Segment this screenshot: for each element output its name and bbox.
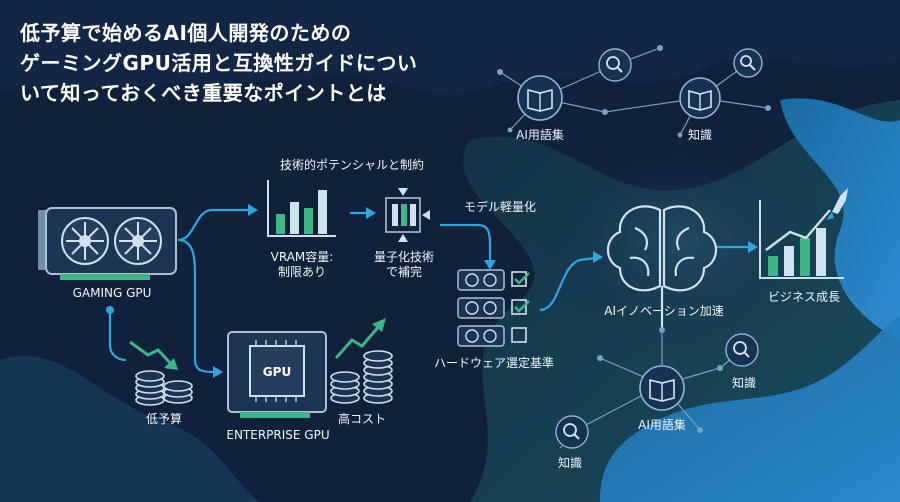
checklist xyxy=(511,271,530,343)
rocket-icon xyxy=(826,188,848,220)
quantization-label: 量子化技術 で補完 xyxy=(374,250,434,280)
tech-potential-label: 技術的ポテンシャルと制約 xyxy=(279,158,425,172)
quant-line: で補完 xyxy=(385,265,423,279)
vram-label: VRAM容量: 制限あり xyxy=(271,250,334,280)
book-icon xyxy=(639,365,685,411)
vram-bars-icon xyxy=(267,180,336,237)
arrow-heads xyxy=(213,204,758,378)
ai-glossary-bottom-label: AI用語集 xyxy=(638,418,686,432)
check-mark-icon xyxy=(514,300,530,313)
coins-icon xyxy=(135,370,193,406)
connector-dot xyxy=(106,306,114,314)
vram-line: VRAM容量: xyxy=(270,250,334,264)
search-icon xyxy=(598,48,632,82)
brain-icon xyxy=(606,205,718,330)
low-budget-label: 低予算 xyxy=(145,412,183,426)
coins-stack-icon xyxy=(330,350,393,404)
title-line: ゲーミングGPU活用と互換性ガイドについ xyxy=(20,51,418,75)
gaming-gpu-label: GAMING GPU xyxy=(72,286,152,300)
hardware-gpu-list xyxy=(457,269,505,347)
network-top-dots xyxy=(497,45,771,138)
title-line: いて知っておくべき重要なポイントとは xyxy=(20,81,387,105)
down-trend-icon xyxy=(129,340,178,370)
quantization-icon xyxy=(385,188,430,242)
network-bottom-dots xyxy=(597,355,723,433)
enterprise-gpu-icon xyxy=(227,331,327,418)
high-cost-label: 高コスト xyxy=(337,412,387,426)
model-light-label: モデル軽量化 xyxy=(463,200,537,214)
book-icon xyxy=(679,77,721,119)
ai-glossary-top-label: AI用語集 xyxy=(516,128,564,142)
search-icon xyxy=(725,333,759,367)
growth-chart-icon xyxy=(759,200,844,279)
knowledge-left-label: 知識 xyxy=(557,456,583,470)
checkbox-2 xyxy=(511,299,527,315)
book-icon xyxy=(517,75,563,121)
vram-line: 制限あり xyxy=(277,265,327,279)
enterprise-gpu-label: ENTERPRISE GPU xyxy=(226,428,330,442)
flow-arrows xyxy=(108,208,748,374)
search-icon xyxy=(555,415,589,449)
page-title: 低予算で始めるAI個人開発のための ゲーミングGPU活用と互換性ガイドについ い… xyxy=(20,18,440,108)
gpu-chip-label: GPU xyxy=(263,365,291,379)
title-line: 低予算で始めるAI個人開発のための xyxy=(20,21,352,45)
check-mark-icon xyxy=(514,272,530,285)
business-growth-label: ビジネス成長 xyxy=(767,290,841,304)
quant-line: 量子化技術 xyxy=(373,250,435,264)
checkbox-1 xyxy=(511,271,527,287)
knowledge-right-label: 知識 xyxy=(731,376,757,390)
knowledge-top-label: 知識 xyxy=(687,128,713,142)
search-icon xyxy=(733,48,763,78)
hardware-select-label: ハードウェア選定基準 xyxy=(433,356,555,370)
gaming-gpu-icon xyxy=(38,207,177,280)
checkbox-3 xyxy=(511,327,527,343)
ai-innovation-label: AIイノベーション加速 xyxy=(604,304,724,318)
up-trend-icon xyxy=(334,318,386,359)
